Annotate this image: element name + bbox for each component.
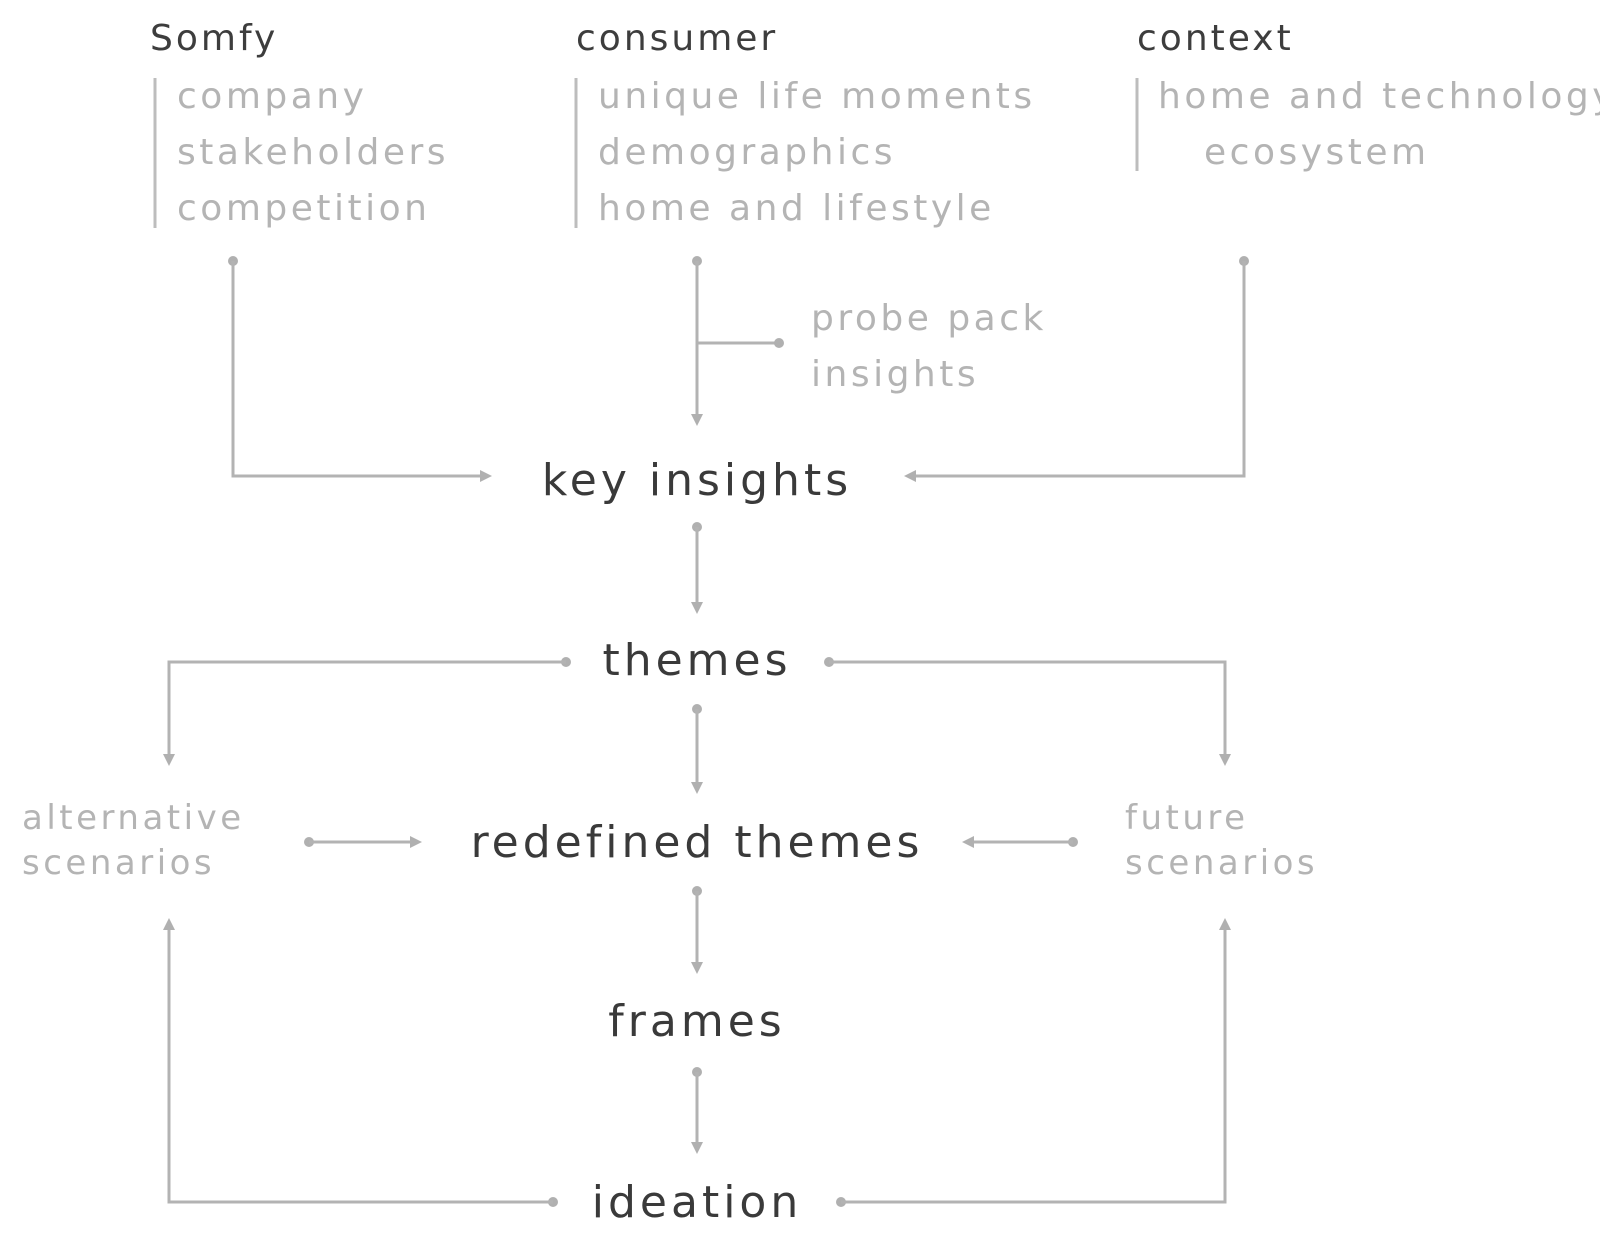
context-item-ecosystem: ecosystem <box>1204 132 1430 173</box>
redefined-arrowhead <box>691 782 703 794</box>
somfy-heading: Somfy <box>150 18 278 59</box>
somfy-item-company: company <box>177 76 367 117</box>
alternative-arrowhead <box>163 754 175 766</box>
context-heading: context <box>1137 18 1294 59</box>
probe-pack-connector-dot <box>774 338 784 348</box>
themes-to-alternative-connector <box>167 660 566 756</box>
themes-node: themes <box>602 635 791 686</box>
alternative-scenarios-line1: alternative <box>22 798 245 838</box>
consumer-heading: consumer <box>576 18 778 59</box>
consumer-item-home-lifestyle: home and lifestyle <box>598 188 995 229</box>
probe-pack-label-line2: insights <box>811 354 979 395</box>
future-arrowhead <box>1219 754 1231 766</box>
redefined-themes-node: redefined themes <box>471 817 924 868</box>
consumer-item-life-moments: unique life moments <box>598 76 1036 117</box>
context-to-key-insights-connector <box>914 261 1246 478</box>
somfy-arrowhead <box>480 470 492 482</box>
ideation-to-future-arrowhead <box>1219 918 1231 930</box>
context-arrowhead <box>904 470 916 482</box>
future-scenarios-line1: future <box>1125 798 1249 838</box>
somfy-item-stakeholders: stakeholders <box>177 132 449 173</box>
ideation-arrowhead <box>691 1142 703 1154</box>
somfy-item-competition: competition <box>177 188 430 229</box>
alternative-to-redefined-arrowhead <box>410 836 422 848</box>
frames-node: frames <box>608 996 785 1047</box>
future-scenarios-line2: scenarios <box>1125 843 1318 883</box>
consumer-arrowhead <box>691 414 703 426</box>
probe-pack-label-line1: probe pack <box>811 298 1047 339</box>
key-insights-node: key insights <box>542 455 852 506</box>
future-to-redefined-arrowhead <box>962 836 974 848</box>
frames-arrowhead <box>691 962 703 974</box>
ideation-to-alternative-connector <box>167 928 553 1204</box>
themes-to-future-connector <box>829 660 1227 756</box>
themes-arrowhead <box>691 602 703 614</box>
consumer-item-demographics: demographics <box>598 132 896 173</box>
ideation-to-future-connector <box>841 928 1227 1204</box>
context-item-home-technology: home and technology <box>1158 76 1600 117</box>
somfy-to-key-insights-connector <box>231 261 482 478</box>
alternative-scenarios-line2: scenarios <box>22 843 215 883</box>
ideation-to-alternative-arrowhead <box>163 918 175 930</box>
ideation-node: ideation <box>592 1177 802 1228</box>
